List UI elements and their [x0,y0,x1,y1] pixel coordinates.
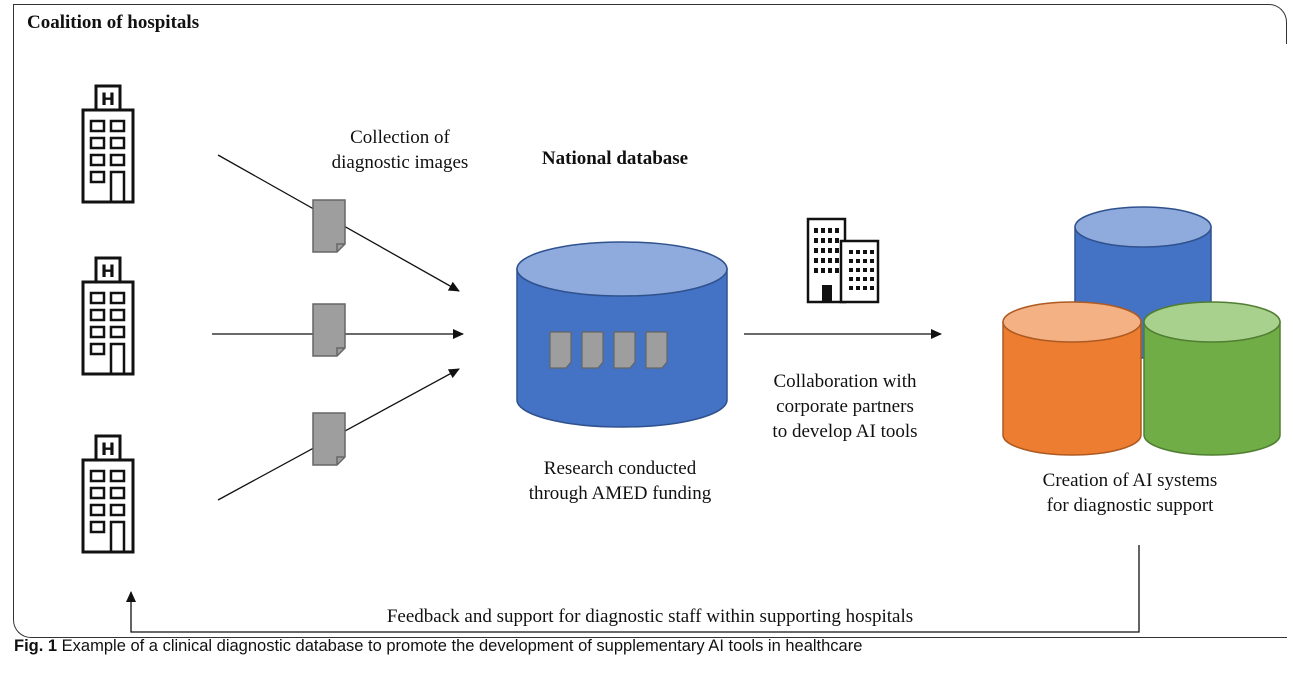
document-icon-1 [312,199,346,253]
ai-system-orange-cylinder [1002,301,1142,456]
figure-caption: Fig. 1 Example of a clinical diagnostic … [14,637,862,656]
feedback-arrow [126,545,1140,633]
research-label: Research conducted through AMED funding [528,458,712,504]
creation-label: Creation of AI systems for diagnostic su… [1042,470,1218,516]
caption-prefix: Fig. 1 [14,637,58,655]
hospital-letter-2: H [101,262,115,282]
ai-system-green-cylinder [1143,301,1281,456]
diagram-frame-top [13,4,1287,44]
document-icon-3 [312,412,346,466]
hospital-letter-1: H [101,90,115,110]
hospital-icon-3: H [81,434,135,554]
hospital-icon-2: H [81,256,135,376]
database-documents [549,331,668,369]
hospital-icon-1: H [81,84,135,204]
document-icon-2 [312,303,346,357]
coalition-title: Coalition of hospitals [27,12,200,33]
national-database-cylinder [516,241,728,428]
collaboration-label: Collaboration with corporate partners to… [772,371,918,442]
national-database-title: National database [541,148,689,169]
hospital-letter-3: H [101,440,115,460]
diagram-frame [13,4,1287,638]
feedback-label: Feedback and support for diagnostic staf… [386,606,914,627]
collection-label: Collection of diagnostic images [331,127,469,173]
corporate-buildings-icon [806,217,880,304]
caption-text: Example of a clinical diagnostic databas… [57,637,863,655]
